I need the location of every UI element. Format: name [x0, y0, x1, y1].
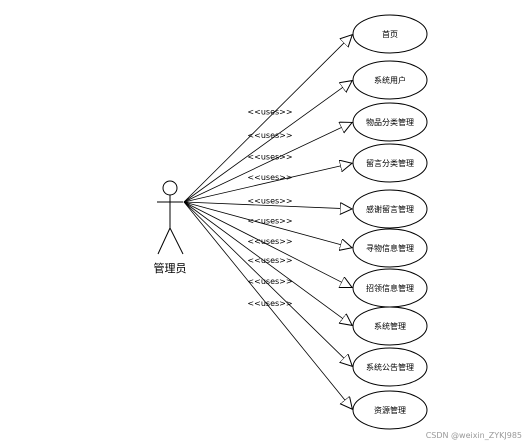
- uses-label: <<uses>>: [247, 131, 292, 140]
- use-case[interactable]: 物品分类管理: [352, 102, 428, 142]
- association-lines: [183, 35, 352, 410]
- uses-labels: <<uses>> <<uses>> <<uses>> <<uses>> <<uses>>…: [247, 108, 292, 308]
- actor[interactable]: 管理员: [154, 180, 187, 275]
- uses-label: <<uses>>: [247, 173, 292, 182]
- uses-label: <<uses>>: [247, 277, 292, 286]
- actor-name: 管理员: [154, 261, 187, 275]
- use-case-ellipse: [352, 189, 428, 229]
- use-case[interactable]: 系统管理: [352, 306, 428, 346]
- uses-label: <<uses>>: [247, 256, 292, 265]
- use-case-ellipse: [352, 143, 428, 183]
- uses-label: <<uses>>: [247, 197, 292, 206]
- use-case-label: 寻物信息管理: [366, 243, 414, 253]
- use-case[interactable]: 留言分类管理: [352, 143, 428, 183]
- watermark: CSDN @weixin_ZYKJ985: [425, 431, 522, 440]
- use-cases: 首页系统用户物品分类管理留言分类管理感谢留言管理寻物信息管理招领信息管理系统管理…: [352, 14, 428, 430]
- use-case-label: 感谢留言管理: [366, 204, 414, 214]
- association-arrow: [183, 201, 352, 366]
- association-arrow: [183, 81, 352, 203]
- use-case[interactable]: 系统用户: [352, 60, 428, 100]
- use-case[interactable]: 寻物信息管理: [352, 228, 428, 268]
- use-case[interactable]: 资源管理: [352, 390, 428, 430]
- use-case-ellipse: [352, 306, 428, 346]
- use-case-label: 招领信息管理: [366, 283, 414, 293]
- use-case-label: 系统用户: [374, 75, 406, 85]
- use-case-label: 物品分类管理: [366, 117, 414, 127]
- association-arrow: [183, 201, 352, 409]
- association-arrow: [183, 35, 352, 203]
- use-case-ellipse: [352, 60, 428, 100]
- use-case-ellipse: [352, 347, 428, 387]
- uses-label: <<uses>>: [247, 237, 292, 246]
- use-case-ellipse: [352, 102, 428, 142]
- use-case[interactable]: 招领信息管理: [352, 268, 428, 308]
- association-arrow: [183, 201, 352, 325]
- association-arrow: [183, 201, 352, 288]
- use-case-ellipse: [352, 228, 428, 268]
- use-case-ellipse: [352, 390, 428, 430]
- association-arrow: [183, 201, 352, 248]
- use-case-label: 系统管理: [374, 321, 406, 331]
- stick-figure-icon: [157, 180, 184, 255]
- use-case-label: 资源管理: [374, 405, 406, 415]
- use-case-label: 留言分类管理: [366, 158, 414, 168]
- use-case-ellipse: [352, 14, 428, 54]
- use-case-label: 系统公告管理: [366, 362, 414, 372]
- use-case[interactable]: 首页: [352, 14, 428, 54]
- uses-label: <<uses>>: [247, 299, 292, 308]
- use-case-label: 首页: [382, 29, 398, 39]
- association-arrow: [183, 163, 352, 203]
- uses-label: <<uses>>: [247, 152, 292, 161]
- use-case[interactable]: 系统公告管理: [352, 347, 428, 387]
- uses-label: <<uses>>: [247, 108, 292, 117]
- association-arrow: [183, 201, 352, 209]
- association-arrow: [183, 122, 352, 203]
- uses-label: <<uses>>: [247, 216, 292, 225]
- use-case[interactable]: 感谢留言管理: [352, 189, 428, 229]
